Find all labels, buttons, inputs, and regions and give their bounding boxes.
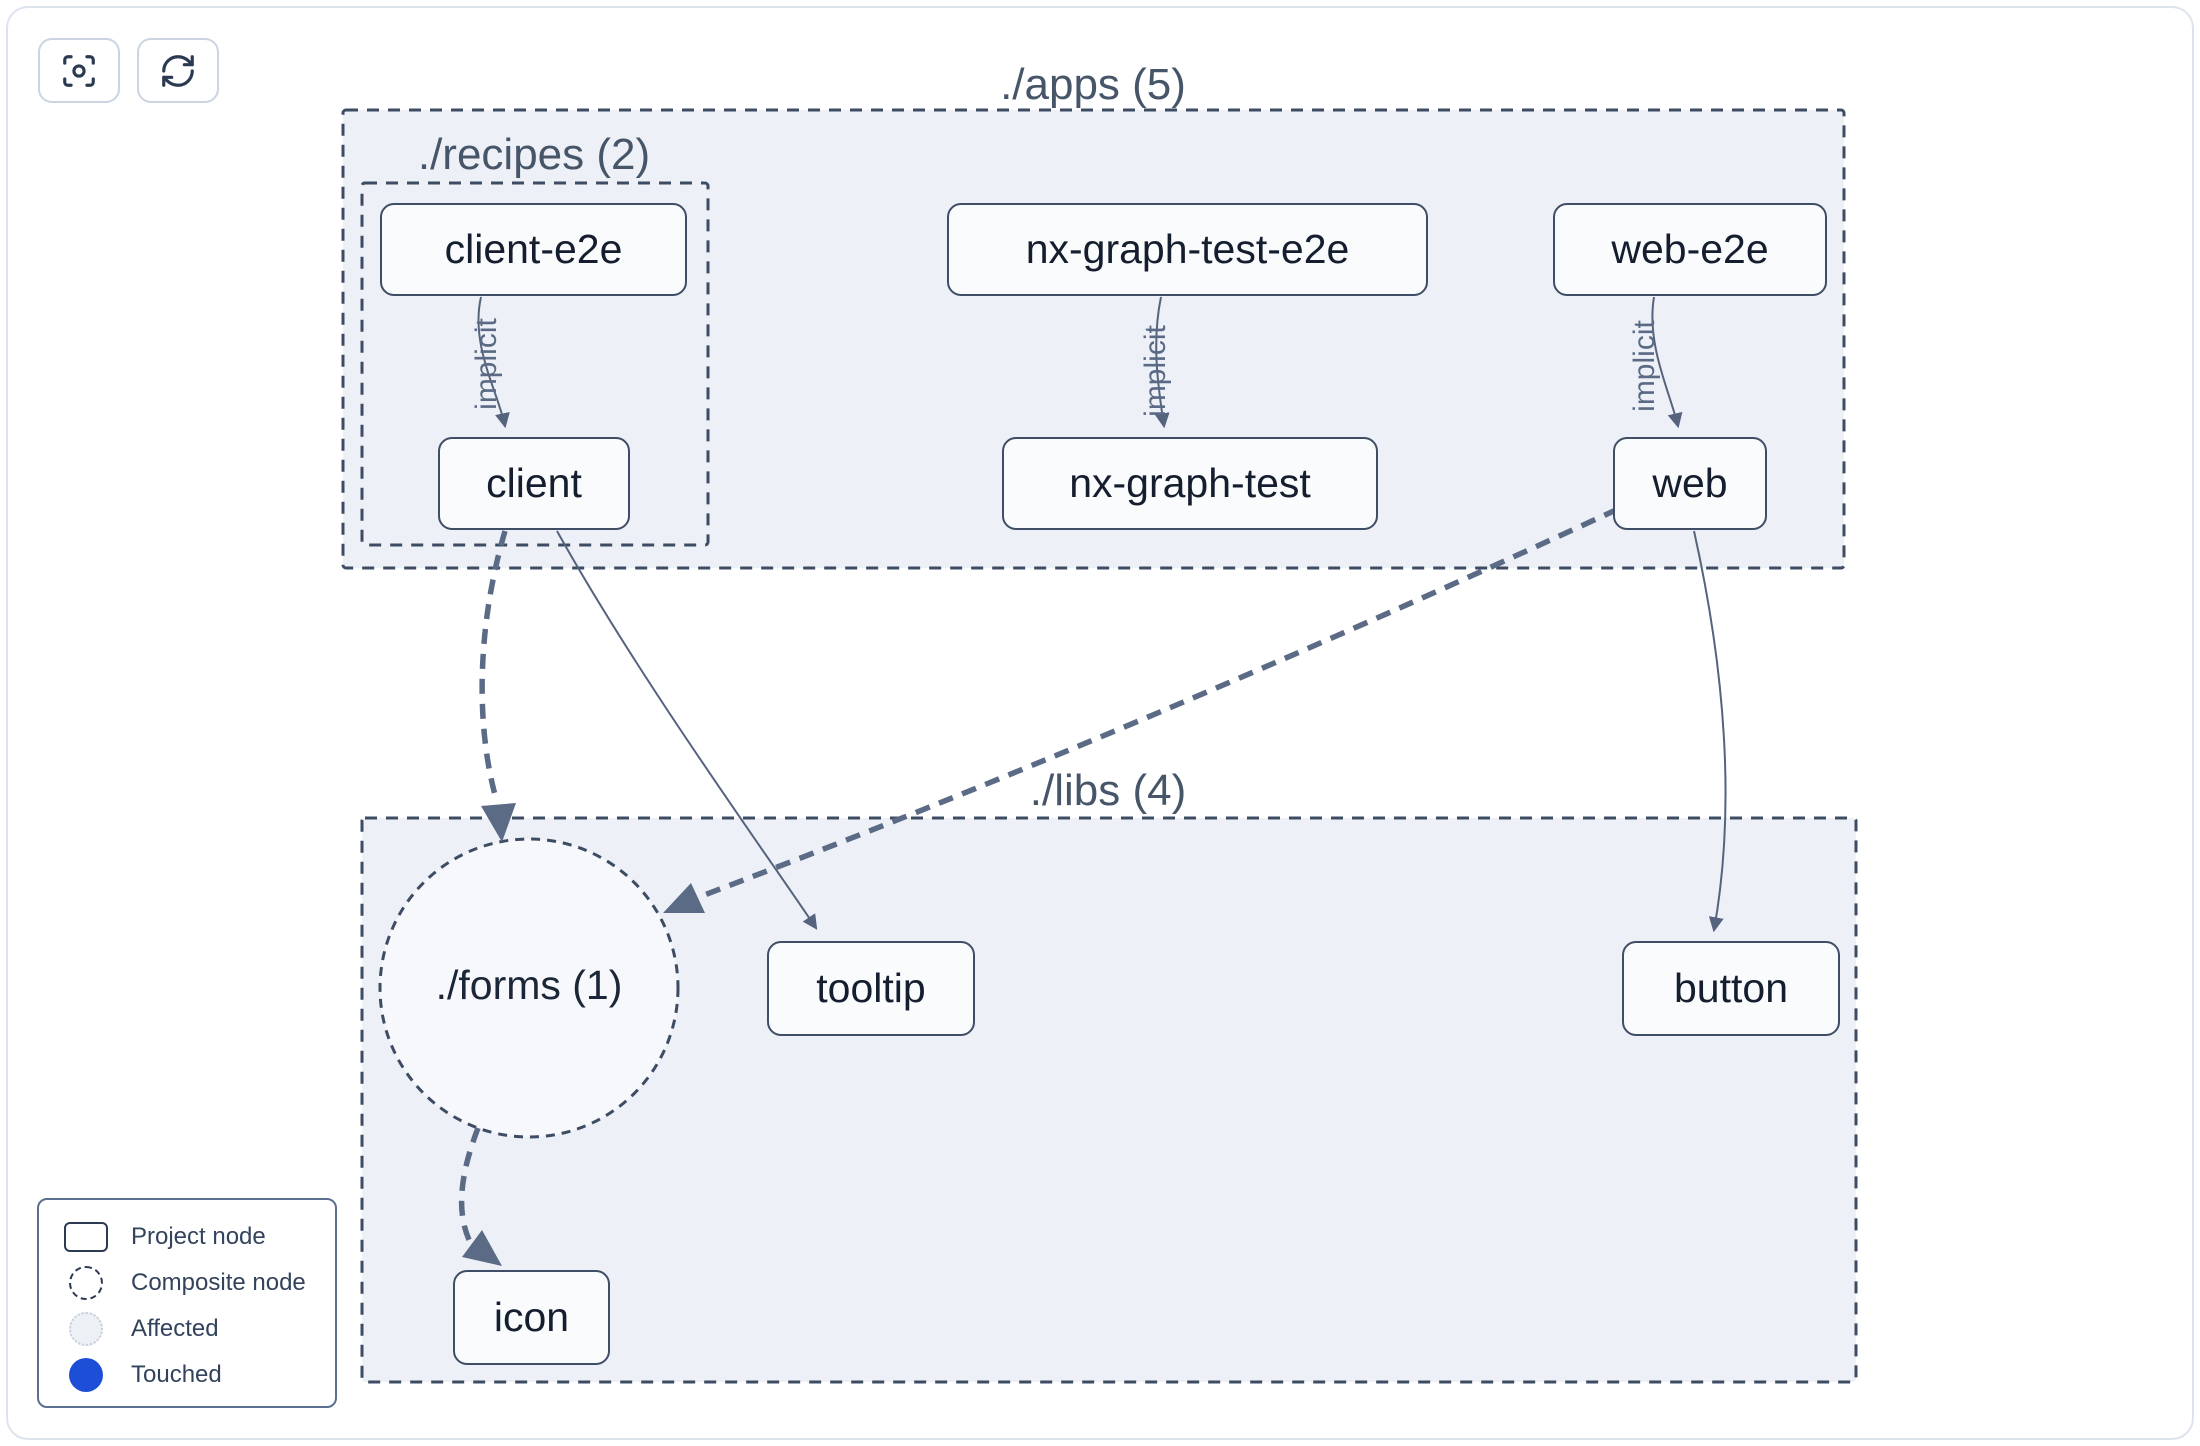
edge-web-e2e-to-web xyxy=(1651,296,1683,429)
node-icon[interactable]: icon xyxy=(453,1270,610,1365)
node-nx-graph-test[interactable]: nx-graph-test xyxy=(1002,437,1378,530)
libs-group-rect xyxy=(360,816,1858,1384)
legend-item-composite-node: Composite node xyxy=(63,1260,335,1306)
refresh-icon xyxy=(162,54,194,87)
legend-label: Project node xyxy=(131,1223,266,1250)
focus-icon xyxy=(63,54,95,87)
node-button[interactable]: button xyxy=(1622,941,1840,1036)
project-node-swatch xyxy=(63,1222,109,1252)
legend-item-affected: Affected xyxy=(63,1306,335,1352)
edge-label-implicit-web: implicit xyxy=(1628,320,1661,412)
libs-group-label: ./libs (4) xyxy=(1029,766,1187,815)
legend-item-touched: Touched xyxy=(63,1352,335,1398)
arrowhead-forms-to-icon xyxy=(462,1230,502,1266)
legend-label: Composite node xyxy=(131,1269,306,1296)
forms-composite-label[interactable]: ./forms (1) xyxy=(435,962,623,1008)
edge-client-to-tooltip xyxy=(556,530,818,930)
forms-composite-circle[interactable] xyxy=(378,837,680,1139)
legend-label: Touched xyxy=(131,1361,222,1388)
recipes-group-label: ./recipes (2) xyxy=(417,130,651,179)
touched-swatch xyxy=(63,1358,109,1392)
legend: Project node Composite node Affected Tou… xyxy=(37,1198,337,1408)
refresh-button[interactable] xyxy=(137,38,219,103)
focus-button[interactable] xyxy=(38,38,120,103)
edge-label-implicit-nx-graph-test: implicit xyxy=(1139,325,1172,417)
composite-node-swatch xyxy=(63,1266,109,1300)
arrowhead-web-to-forms xyxy=(663,883,705,913)
node-client[interactable]: client xyxy=(438,437,630,530)
node-web[interactable]: web xyxy=(1613,437,1767,530)
apps-group-rect xyxy=(341,108,1846,570)
node-web-e2e[interactable]: web-e2e xyxy=(1553,203,1827,296)
edge-client-e2e-to-client xyxy=(477,296,510,429)
node-nx-graph-test-e2e[interactable]: nx-graph-test-e2e xyxy=(947,203,1428,296)
legend-label: Affected xyxy=(131,1315,219,1342)
edge-web-to-forms xyxy=(698,506,1620,900)
apps-group-label: ./apps (5) xyxy=(1000,60,1186,109)
edge-nx-graph-test-e2e-to-nx-graph-test xyxy=(1154,296,1170,429)
edge-forms-to-icon xyxy=(458,1127,481,1244)
edge-web-to-button xyxy=(1693,530,1727,933)
edge-label-implicit-client: implicit xyxy=(470,318,503,410)
edge-client-to-forms xyxy=(479,530,508,803)
affected-swatch xyxy=(63,1312,109,1346)
node-tooltip[interactable]: tooltip xyxy=(767,941,975,1036)
node-client-e2e[interactable]: client-e2e xyxy=(380,203,687,296)
legend-item-project-node: Project node xyxy=(63,1214,335,1260)
arrowhead-client-to-forms xyxy=(481,803,516,842)
